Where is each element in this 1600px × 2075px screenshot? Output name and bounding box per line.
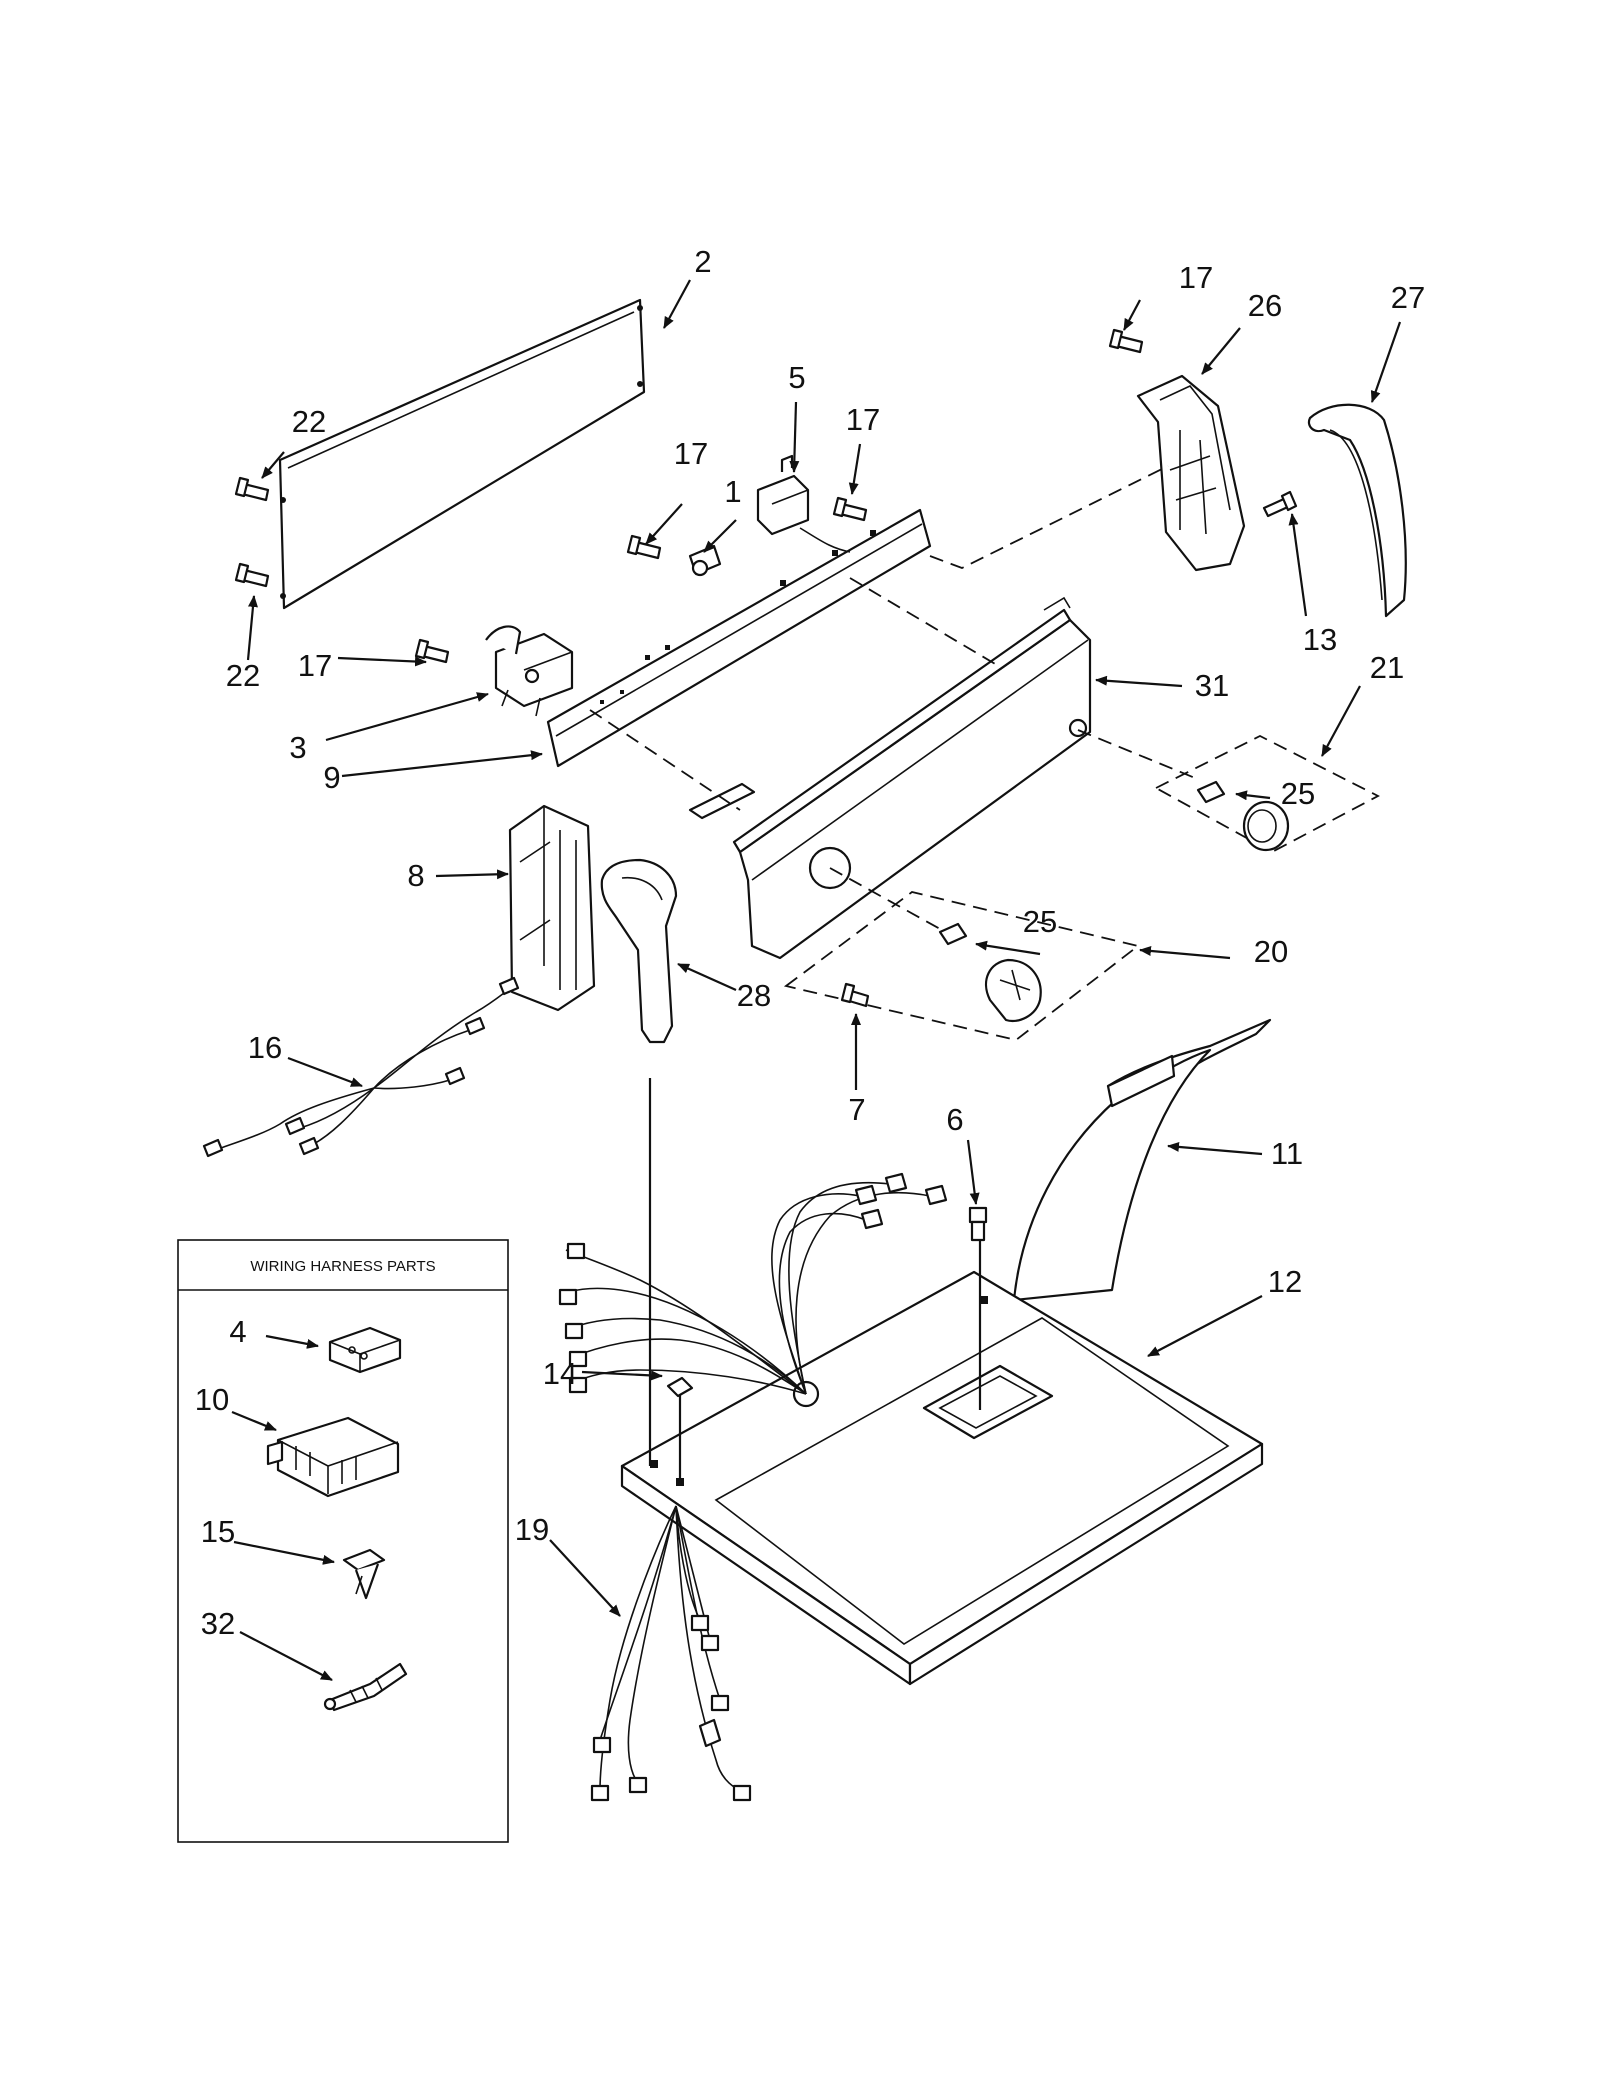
callout-17-mid: 17 xyxy=(674,436,708,471)
callout-19: 19 xyxy=(515,1512,549,1547)
control-bracket-part-9 xyxy=(546,508,932,768)
screw-part-17-left xyxy=(414,638,450,664)
dashed-guide-21 xyxy=(1077,729,1201,781)
callout-22-upper: 22 xyxy=(292,404,326,439)
callout-21: 21 xyxy=(1370,650,1404,685)
knob-assembly-part-21 xyxy=(1154,734,1380,854)
clip-part-14 xyxy=(666,1376,694,1398)
end-cap-part-26 xyxy=(1136,374,1246,572)
callout-20: 20 xyxy=(1254,934,1288,969)
screw-part-17-mid xyxy=(626,534,662,560)
callout-25-upper: 25 xyxy=(1281,776,1315,811)
screw-part-22-upper xyxy=(234,476,270,502)
callout-5: 5 xyxy=(788,360,805,395)
callout-4: 4 xyxy=(229,1314,246,1349)
callout-8: 8 xyxy=(407,858,424,893)
screw-part-13 xyxy=(1262,490,1298,518)
screw-part-6 xyxy=(968,1206,988,1242)
callout-13: 13 xyxy=(1303,622,1337,657)
callout-14: 14 xyxy=(543,1356,577,1391)
callout-12: 12 xyxy=(1268,1264,1302,1299)
wiring-harness-parts-box: WIRING HARNESS PARTS xyxy=(177,1239,509,1843)
terminal-part-32 xyxy=(323,1662,408,1712)
switch-part-5 xyxy=(756,454,851,553)
end-trim-part-28 xyxy=(600,858,678,1044)
wire-harness-part-16 xyxy=(202,976,520,1158)
screw-part-22-lower xyxy=(234,562,270,588)
callout-22-lower: 22 xyxy=(226,658,260,693)
callout-28: 28 xyxy=(737,978,771,1013)
callout-15: 15 xyxy=(201,1514,235,1549)
lint-filter-part-11 xyxy=(1012,1018,1272,1302)
callout-1: 1 xyxy=(724,474,741,509)
callout-16: 16 xyxy=(248,1030,282,1065)
lower-wire-harness-part-19 xyxy=(590,1505,752,1802)
callout-2: 2 xyxy=(694,244,711,279)
screw-part-17-right xyxy=(832,496,868,522)
callout-17-top-right: 17 xyxy=(1179,260,1213,295)
callout-10: 10 xyxy=(195,1382,229,1417)
leader-arrows xyxy=(231,279,1402,1681)
top-panel-part-12 xyxy=(620,1270,1264,1686)
upper-wire-harness xyxy=(558,1172,948,1395)
dashed-guide-26 xyxy=(929,465,1169,569)
callout-7: 7 xyxy=(848,1092,865,1127)
callout-32: 32 xyxy=(201,1606,235,1641)
timer-part-3 xyxy=(485,625,574,717)
end-cap-part-8 xyxy=(508,804,596,1012)
callout-25-lower: 25 xyxy=(1023,904,1057,939)
clip-part-1 xyxy=(688,544,722,577)
callout-17-left: 17 xyxy=(298,648,332,683)
rear-panel-part-2 xyxy=(278,298,646,610)
knob-assembly-part-20 xyxy=(783,891,1141,1041)
clip-part-15 xyxy=(342,1548,386,1600)
console-panel-part-31 xyxy=(688,596,1092,960)
callout-26: 26 xyxy=(1248,288,1282,323)
callout-17-right: 17 xyxy=(846,402,880,437)
dashed-guide-9 xyxy=(589,709,741,811)
wiring-harness-box-title: WIRING HARNESS PARTS xyxy=(250,1258,435,1275)
callout-31: 31 xyxy=(1195,668,1229,703)
screw-part-7 xyxy=(840,982,870,1008)
callout-11: 11 xyxy=(1271,1136,1303,1171)
dashed-guide-31 xyxy=(849,577,1003,669)
connector-block-part-10 xyxy=(266,1416,400,1498)
callout-9: 9 xyxy=(323,760,340,795)
callout-27: 27 xyxy=(1391,280,1425,315)
connector-part-4 xyxy=(328,1326,402,1374)
callout-3: 3 xyxy=(289,730,306,765)
screw-part-17-top-right xyxy=(1108,328,1144,354)
callout-labels: 2 22 22 17 3 9 17 1 5 17 17 26 27 13 31 … xyxy=(195,244,1425,1641)
callout-6: 6 xyxy=(946,1102,963,1137)
end-trim-part-27 xyxy=(1307,403,1407,618)
